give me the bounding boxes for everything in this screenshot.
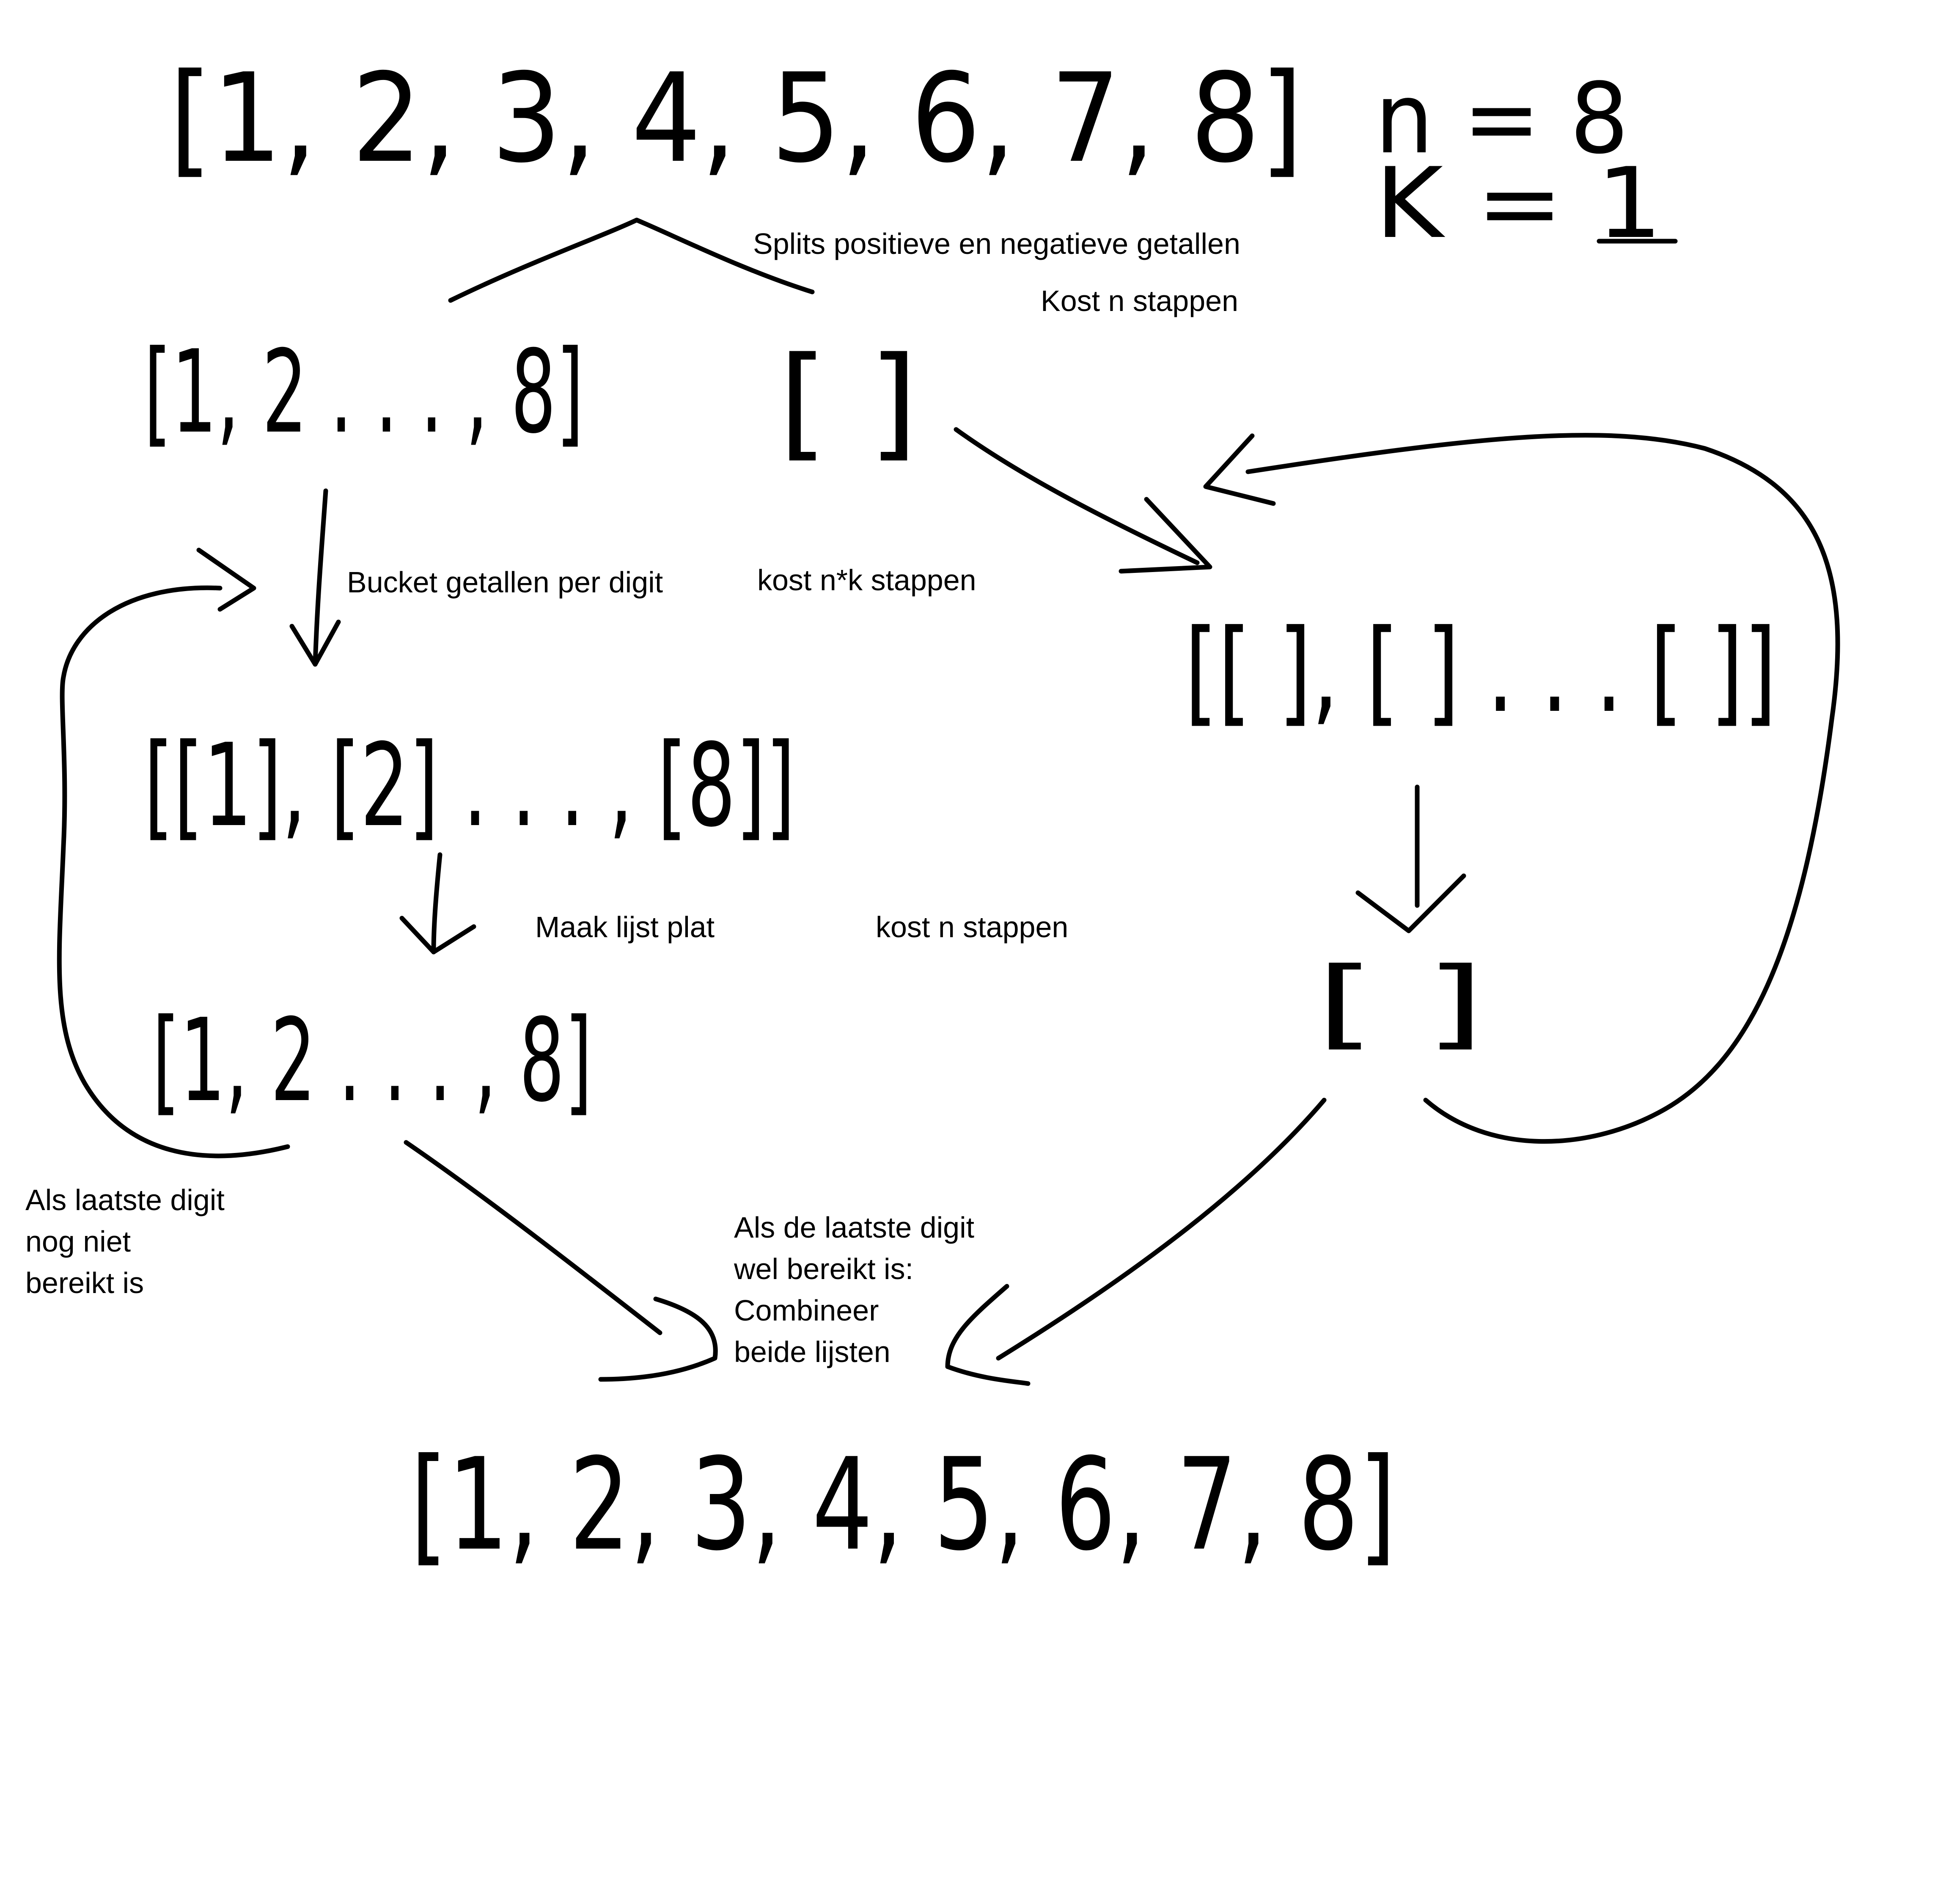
negative-buckets: [[ ], [ ] . . . [ ]] (1185, 605, 1777, 738)
neg-buckets-to-flat-arrowhead (1355, 873, 1466, 933)
input-list: [1, 2, 3, 4, 5, 6, 7, 8] (169, 47, 1303, 190)
negative-to-buckets-arrowhead (1119, 497, 1212, 574)
negative-to-buckets-arrow (954, 427, 1200, 565)
not-last-digit-line-2: nog niet (25, 1225, 131, 1258)
flatten-cost-label: kost n stappen (876, 911, 1068, 944)
buckets-to-flat-arrowhead (399, 916, 476, 955)
positive-buckets: [[1], [2] . . . , [8]] (144, 719, 795, 852)
negative-loop-arrow (1245, 433, 1840, 1144)
positive-to-buckets-arrow (313, 488, 328, 667)
negative-loop-arrowhead (1203, 433, 1276, 506)
positive-to-buckets-arrowhead (289, 619, 341, 667)
negative-list: [ ] (778, 331, 918, 473)
positive-list: [1, 2 . . . , 8] (144, 325, 584, 459)
positive-loop-arrow (57, 585, 290, 1158)
positive-to-result-arrow (404, 1140, 662, 1335)
not-last-digit-line-3: bereikt is (25, 1266, 144, 1299)
flattened-negative-list: [ ] (1316, 947, 1485, 1060)
negative-to-result-arrowhead (945, 1284, 1031, 1386)
flattened-positive-list: [1, 2 . . . , 8] (152, 994, 592, 1127)
split-fork (448, 217, 815, 303)
result-list: [1, 2, 3, 4, 5, 6, 7, 8] (410, 1431, 1396, 1579)
split-cost-label: Kost n stappen (1041, 284, 1238, 317)
split-label: Splits positieve en negatieve getallen (753, 227, 1240, 260)
negative-to-result-arrow (996, 1098, 1327, 1361)
last-digit-line-4: beide lijsten (734, 1335, 891, 1368)
positive-to-result-arrowhead (598, 1296, 718, 1382)
buckets-to-flat-arrow (431, 852, 443, 955)
last-digit-line-2: wel bereikt is: (734, 1252, 913, 1285)
bucket-label: Bucket getallen per digit (347, 566, 663, 599)
last-digit-line-1: Als de laatste digit (734, 1211, 974, 1244)
not-last-digit-line-1: Als laatste digit (25, 1183, 225, 1216)
flatten-label: Maak lijst plat (535, 911, 715, 944)
n-value: n = 8 (1375, 63, 1629, 176)
bucket-cost-label: kost n*k stappen (757, 564, 976, 597)
last-digit-line-3: Combineer (734, 1294, 879, 1327)
positive-loop-arrowhead (196, 548, 256, 612)
